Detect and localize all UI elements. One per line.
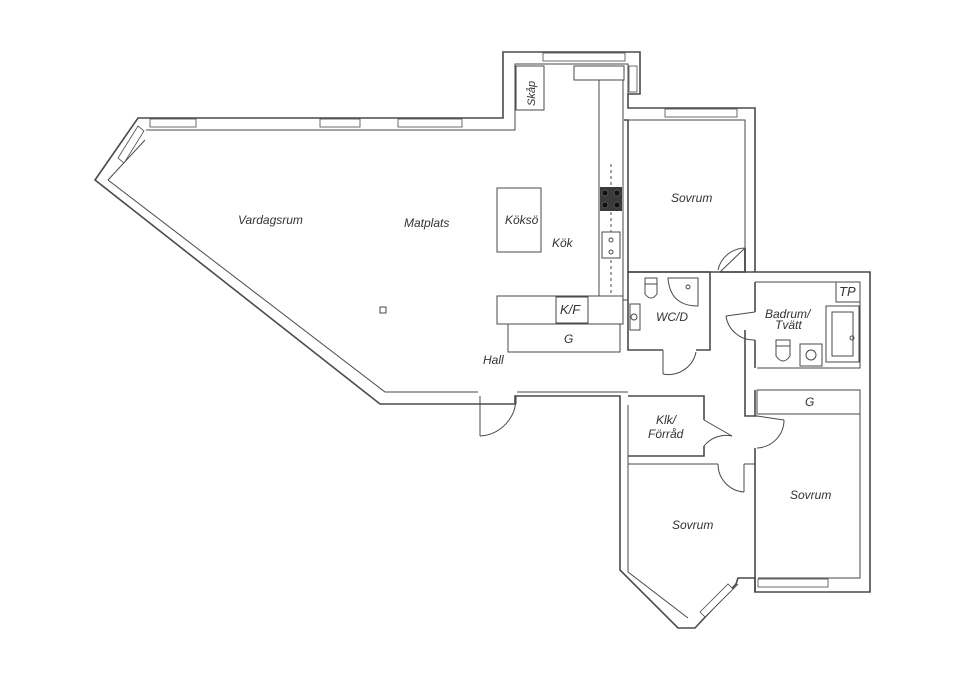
label-badrum-2: Tvätt <box>775 318 802 332</box>
wc-door-swing <box>662 351 697 376</box>
washer <box>799 343 823 367</box>
kitchen-fixtures <box>379 79 624 353</box>
window-living-diag <box>117 125 145 164</box>
window-bedroom-top <box>664 108 738 118</box>
bathtub <box>825 305 860 363</box>
label-wcd: WC/D <box>656 310 688 324</box>
label-klk-1: Klk/ <box>656 413 678 427</box>
label-kf: K/F <box>560 302 581 317</box>
label-vardagsrum: Vardagsrum <box>238 213 303 227</box>
toilet-tank <box>644 277 658 285</box>
label-klk-2: Förråd <box>648 427 684 441</box>
label-sovrum-right: Sovrum <box>790 488 831 502</box>
label-hall: Hall <box>483 353 504 367</box>
label-badrum-1: Badrum/ <box>765 307 812 321</box>
skap-cabinet <box>515 65 545 111</box>
label-kokso: Köksö <box>505 213 539 227</box>
window-kitchen-side <box>628 65 638 93</box>
hall-garderob <box>507 323 621 353</box>
window-living-2 <box>319 118 361 128</box>
entrance-door-swing <box>479 397 517 437</box>
window-bedroom-diag <box>699 583 734 618</box>
badrum-toilet <box>775 345 791 362</box>
room-labels: Vardagsrum Matplats Köksö Kök Skåp Sovru… <box>238 81 856 532</box>
bedroom-top-door-swing <box>717 247 746 271</box>
doors <box>479 247 785 493</box>
ceiling-marker <box>379 306 387 314</box>
label-matplats: Matplats <box>404 216 449 230</box>
bedroom-bottom-door-swing <box>717 463 745 493</box>
bathroom-fixtures <box>629 277 861 367</box>
label-skap: Skåp <box>526 81 538 106</box>
badrum-toilet-tank <box>775 339 791 347</box>
wc-sink <box>629 303 641 331</box>
badrum-door-swing <box>725 315 756 341</box>
window-living-1 <box>149 118 197 128</box>
label-sovrum-bottom: Sovrum <box>672 518 713 532</box>
label-g-bedroom: G <box>805 395 814 409</box>
window-kitchen <box>542 52 626 62</box>
fridge-freezer <box>555 296 589 324</box>
closet-door-swing <box>703 434 733 447</box>
kitchen-top-counter <box>573 65 625 81</box>
window-living-3 <box>397 118 463 128</box>
kitchen-sink <box>601 231 621 259</box>
windows <box>117 52 829 618</box>
window-bedroom-right <box>757 578 829 588</box>
toilet-bowl <box>644 283 658 299</box>
tp-box <box>835 281 861 303</box>
label-kok: Kök <box>552 236 574 250</box>
label-g-kitchen: G <box>564 332 573 346</box>
shower <box>667 277 699 307</box>
bedroom-right-door-swing <box>756 419 785 449</box>
kitchen-island <box>496 187 542 253</box>
interior-walls <box>515 65 861 592</box>
label-sovrum-top: Sovrum <box>671 191 712 205</box>
label-tp: TP <box>839 284 856 299</box>
garderob-bedroom <box>756 389 861 415</box>
